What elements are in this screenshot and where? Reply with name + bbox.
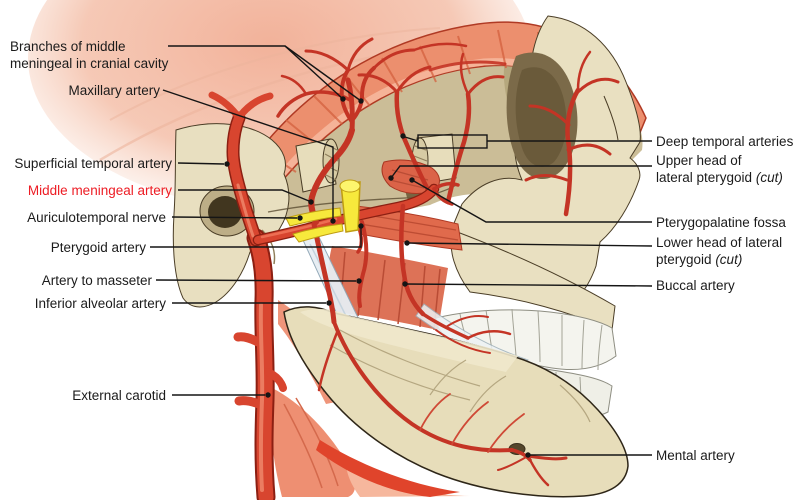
auriculotemporal-nerve-shape	[285, 179, 361, 243]
leader-lines	[150, 45, 653, 458]
leader-pterygoid-artery	[150, 223, 364, 248]
label-artery-to-masseter: Artery to masseter	[41, 273, 152, 288]
label-branches-of-middle-meningeal: Branches of middle meningeal in cranial …	[10, 39, 169, 71]
leader-mental-artery	[525, 452, 652, 458]
skull-face-bone	[450, 15, 641, 331]
label-deep-temporal-arteries: Deep temporal arteries	[656, 134, 794, 149]
label-buccal-artery: Buccal artery	[656, 278, 735, 293]
leader-artery-to-masseter	[155, 278, 362, 284]
maxillary-artery-vessel	[252, 181, 460, 246]
mental-artery-vessel	[497, 448, 568, 487]
leader-branches-of-middle-meningeal	[168, 45, 364, 104]
leader-buccal-artery	[402, 281, 653, 287]
label-external-carotid: External carotid	[72, 388, 166, 403]
label-inferior-alveolar-artery: Inferior alveolar artery	[34, 296, 166, 311]
leader-auriculotemporal-nerve	[171, 215, 303, 221]
muscle-under-mandible	[316, 440, 460, 497]
leader-lower-head-lateral-pterygoid	[404, 240, 653, 247]
leader-superficial-temporal-artery	[177, 161, 230, 167]
leader-middle-meningeal-artery	[178, 189, 314, 205]
leader-pterygopalatine-fossa	[409, 177, 652, 223]
label-superficial-temporal-artery: Superficial temporal artery	[14, 156, 172, 171]
leader-external-carotid	[172, 392, 271, 398]
inferior-alveolar-artery-vessel	[311, 221, 525, 453]
branch-vessels	[350, 203, 512, 354]
label-middle-meningeal-artery: Middle meningeal artery	[27, 183, 172, 198]
skull-base-edge	[267, 183, 459, 213]
label-auriculotemporal-nerve: Auriculotemporal nerve	[27, 210, 166, 225]
label-upper-head-lateral-pterygoid: Upper head of lateral pterygoid (cut)	[656, 153, 783, 185]
label-pterygoid-artery: Pterygoid artery	[50, 240, 146, 255]
label-lower-head-lateral-pterygoid: Lower head of lateral pterygoid (cut)	[656, 235, 783, 267]
mandible	[283, 306, 629, 498]
leader-deep-temporal-arteries	[400, 133, 652, 149]
middle-meningeal-artery-vessel	[308, 127, 355, 225]
label-maxillary-artery: Maxillary artery	[68, 83, 160, 98]
label-mental-artery: Mental artery	[656, 448, 735, 463]
label-pterygopalatine-fossa: Pterygopalatine fossa	[656, 215, 786, 230]
leader-maxillary-artery	[162, 89, 336, 224]
external-carotid-artery	[233, 228, 287, 500]
posterior-meningeal-branches	[524, 50, 620, 217]
leader-upper-head-lateral-pterygoid	[388, 165, 652, 181]
leader-inferior-alveolar-artery	[172, 300, 332, 306]
